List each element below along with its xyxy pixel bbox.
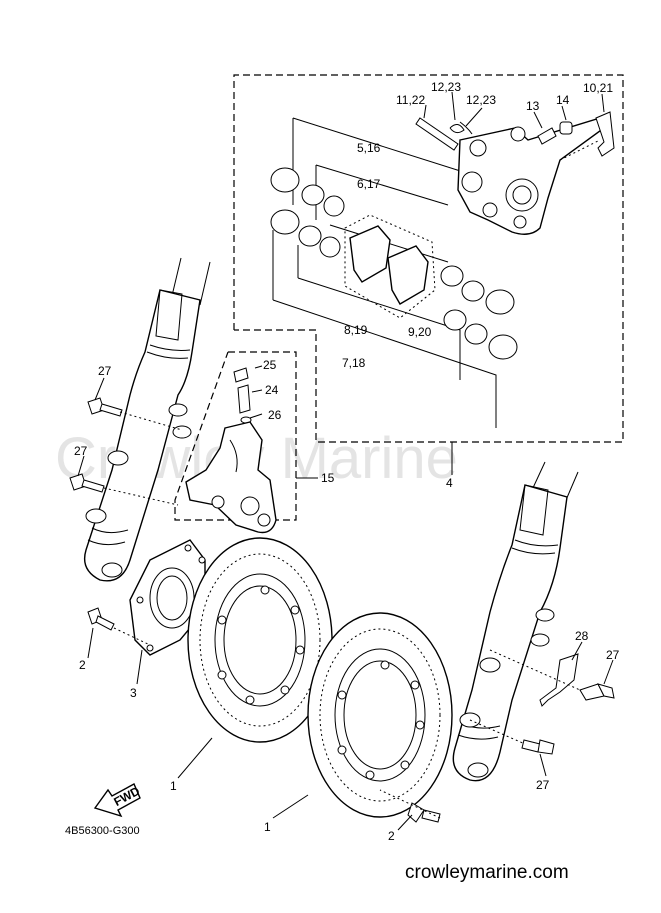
callout-14: 14 — [556, 93, 570, 107]
bolt-left-upper — [87, 397, 123, 417]
bolt-disc-right — [407, 802, 441, 823]
callout-6-17: 6,17 — [357, 177, 381, 191]
bolt-right-upper — [579, 683, 615, 701]
callout-27-right-upper: 27 — [606, 648, 620, 662]
caliper-body — [185, 367, 277, 534]
callout-1-right: 1 — [264, 820, 271, 834]
callout-2-right: 2 — [388, 829, 395, 843]
callout-9-20: 9,20 — [408, 325, 432, 339]
left-fork-leg — [83, 257, 211, 582]
bolt-right-lower — [521, 739, 555, 755]
callout-2-left: 2 — [79, 658, 86, 672]
callout-25: 25 — [263, 358, 277, 372]
drawing-code: 4B56300-G300 — [65, 825, 140, 837]
callout-13: 13 — [526, 99, 540, 113]
caliper-assembly-exploded — [270, 111, 615, 428]
hose-guide-bracket — [539, 653, 579, 707]
callout-12-23: 12,23 — [466, 93, 496, 107]
fwd-arrow-icon: FWD — [93, 783, 142, 818]
right-fork-leg — [452, 461, 579, 782]
callout-24: 24 — [265, 383, 279, 397]
right-brake-disc — [307, 612, 453, 818]
callout-10-21: 10,21 — [583, 81, 613, 95]
callout-4: 4 — [446, 476, 453, 490]
callout-7-18: 7,18 — [342, 356, 366, 370]
callout-27-left-lower: 27 — [74, 444, 88, 458]
rotor-hub-plate — [129, 539, 206, 656]
callout-8-19: 8,19 — [344, 323, 368, 337]
callout-28: 28 — [575, 629, 589, 643]
callout-27-left-upper: 27 — [98, 364, 112, 378]
bolt-left-lower — [69, 473, 105, 493]
callout-12-23-top: 12,23 — [431, 80, 461, 94]
callout-15: 15 — [321, 471, 335, 485]
callout-27-right-lower: 27 — [536, 778, 550, 792]
callout-5-16: 5,16 — [357, 141, 381, 155]
callout-3: 3 — [130, 686, 137, 700]
callout-1-left: 1 — [170, 779, 177, 793]
caliper-body-dashed-box — [174, 351, 297, 521]
left-brake-disc — [187, 537, 333, 743]
website-text: crowleymarine.com — [405, 862, 569, 883]
caliper-assembly-dashed-box — [233, 74, 624, 443]
callout-11-22: 11,22 — [396, 93, 425, 107]
bolt-disc-left — [87, 607, 115, 631]
callout-26: 26 — [268, 408, 282, 422]
